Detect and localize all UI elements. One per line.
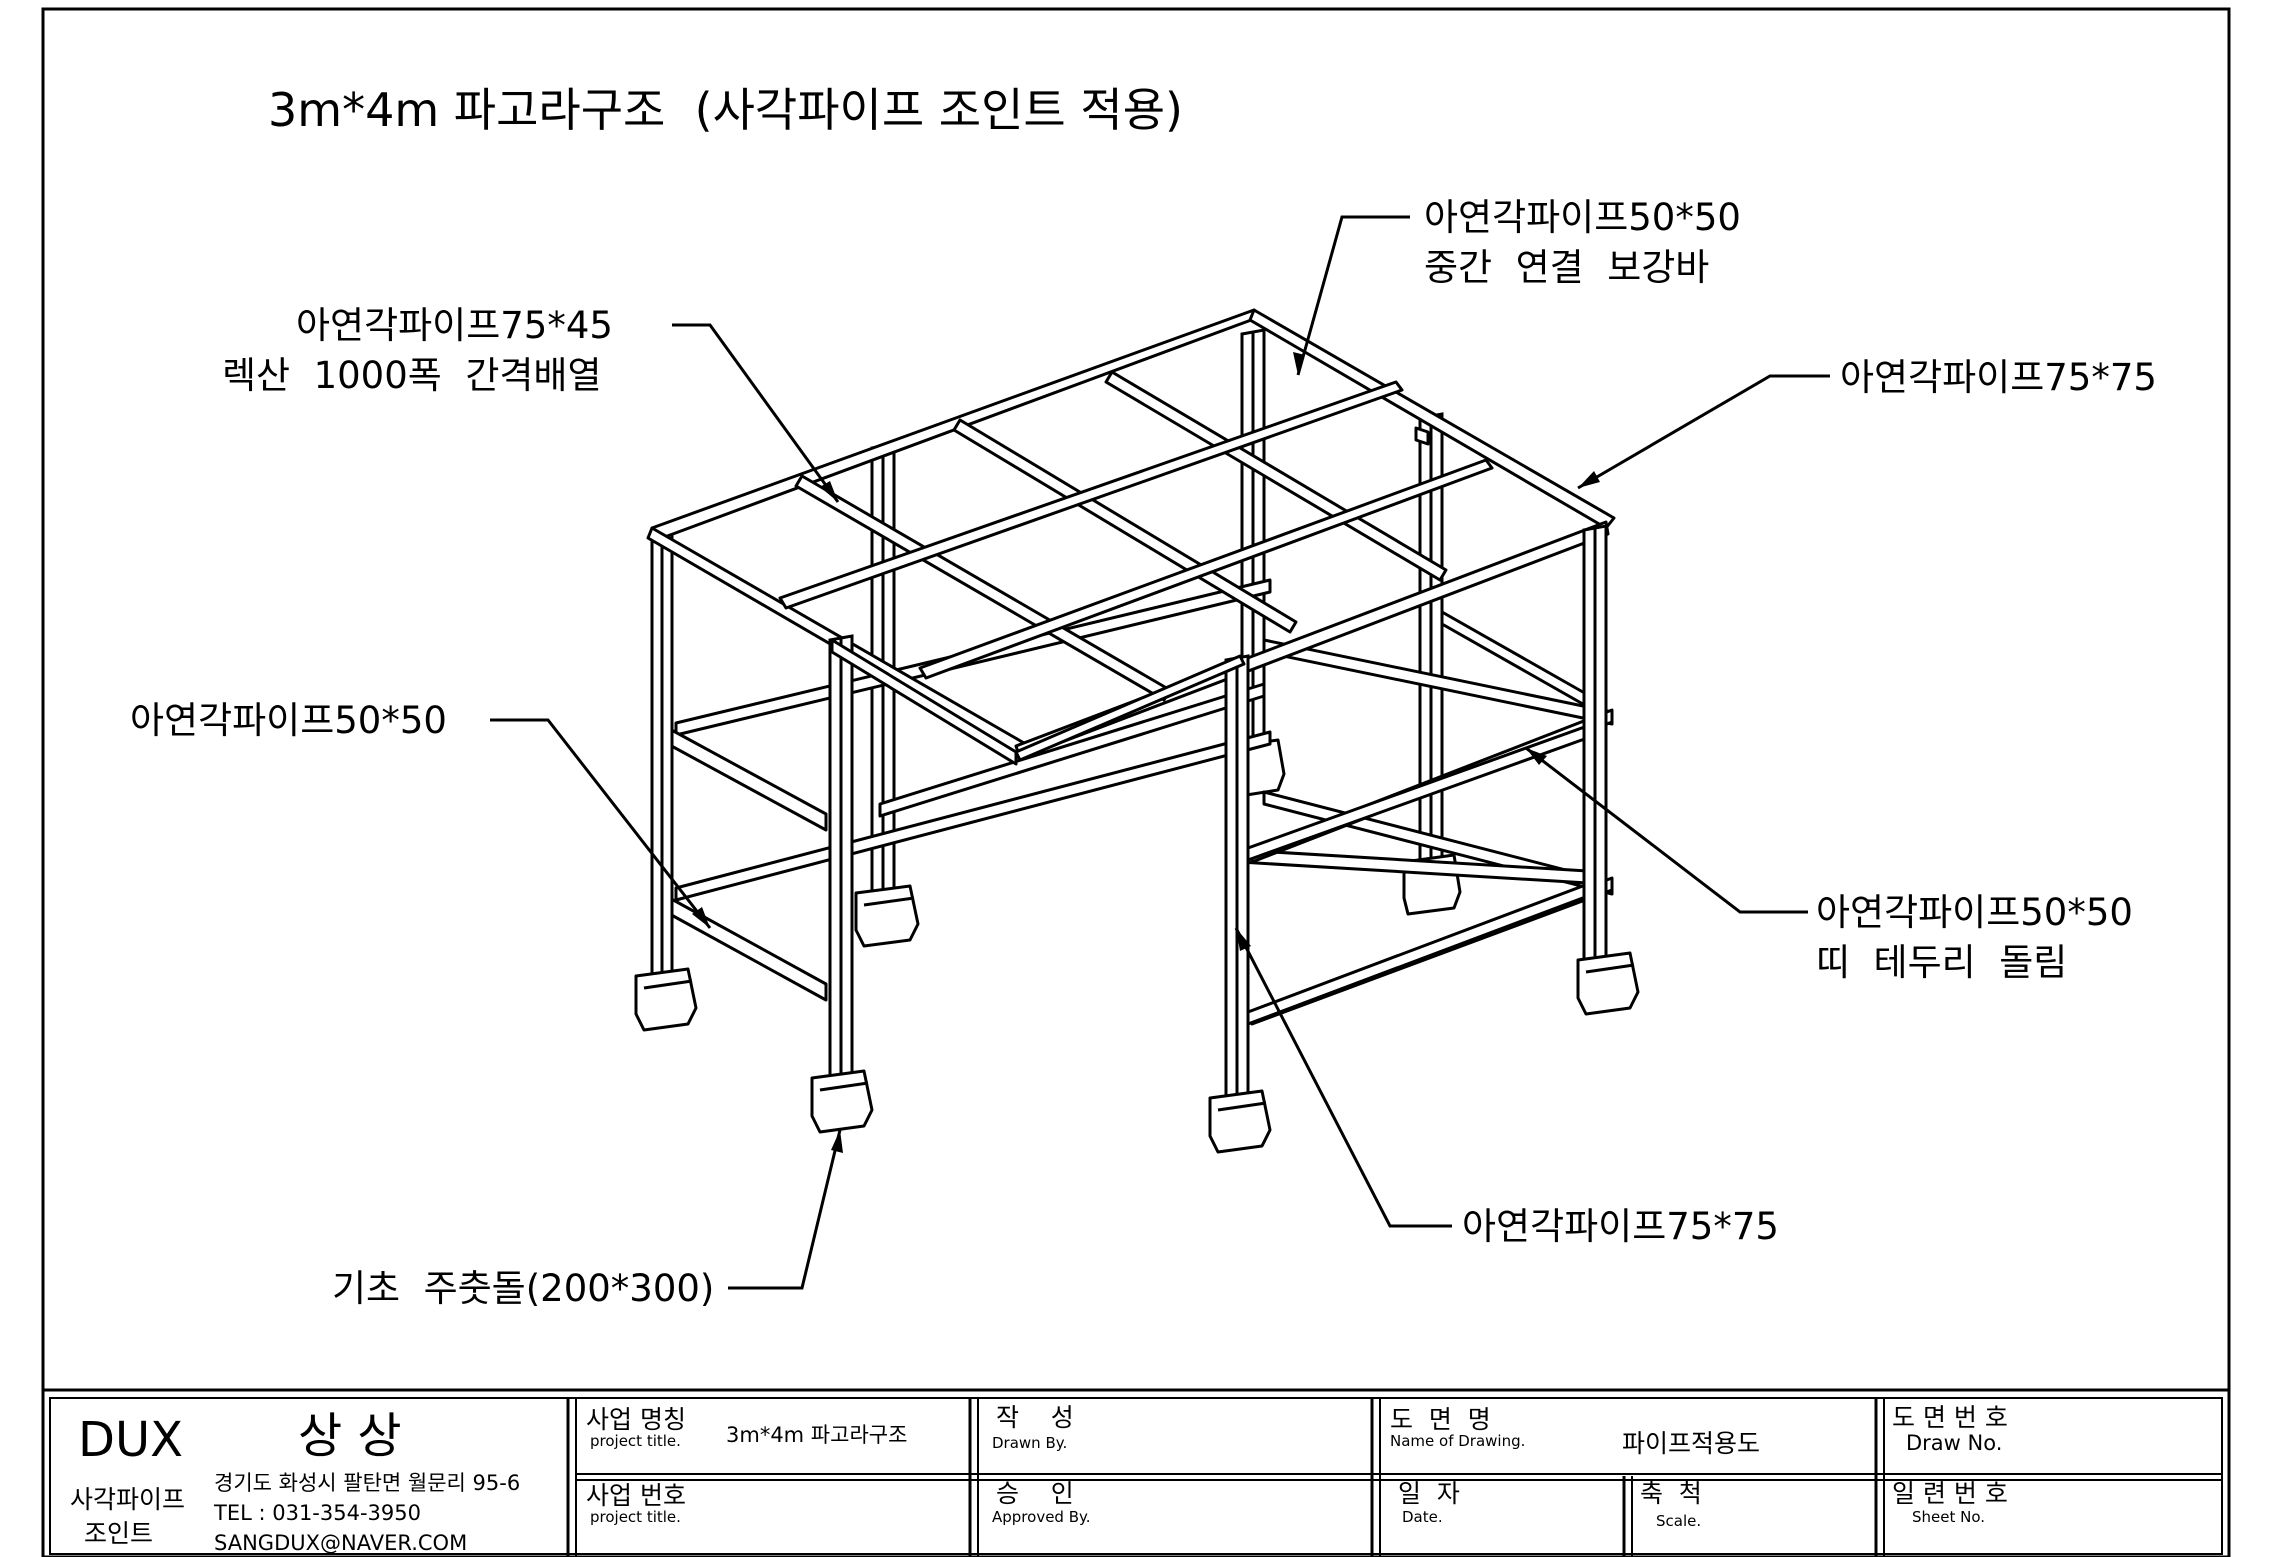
front-right-post: [1582, 524, 1608, 988]
callout-band-line1: 아연각파이프50*50: [1816, 891, 2133, 934]
drawn-by-label-en: Drawn By.: [992, 1434, 1067, 1452]
callout-band-line2: 띠 테두리 돌림: [1816, 941, 2067, 984]
project-number-label-en: project title.: [590, 1508, 681, 1526]
company-product-line1: 사각파이프: [70, 1485, 185, 1514]
project-number-label: 사업 번호: [586, 1481, 686, 1510]
sheet-no-label: 일 련 번 호: [1892, 1479, 2008, 1508]
callout-lexan-line1: 아연각파이프75*45: [296, 304, 613, 347]
sheet-no-label-en: Sheet No.: [1912, 1508, 1985, 1526]
company-tel: TEL : 031-354-3950: [213, 1501, 421, 1525]
front-center-post-b: [1224, 654, 1250, 1118]
drawing-name-value: 파이프적용도: [1622, 1429, 1760, 1458]
date-label: 일 자: [1398, 1479, 1460, 1508]
sheet-border: [41, 7, 2231, 1557]
callout-mid-brace: 아연각파이프50*50 중간 연결 보강바: [1293, 196, 1741, 376]
company-email: SANGDUX@NAVER.COM: [214, 1531, 467, 1555]
front-center-post-a: [828, 634, 854, 1122]
company-address: 경기도 화성시 팔탄면 월문리 95-6: [214, 1471, 520, 1495]
footing-back-left: [854, 884, 920, 948]
footing-front-left: [634, 967, 698, 1032]
roof-mid-braces: [778, 380, 1494, 680]
callout-left-rail: 아연각파이프50*50: [130, 699, 712, 929]
front-girder: [830, 638, 1246, 766]
drawing-title: 3m*4m 파고라구조 (사각파이프 조인트 적용): [268, 83, 1183, 137]
title-block: DUX 상 상 사각파이프 조인트 경기도 화성시 팔탄면 월문리 95-6 T…: [41, 1388, 2231, 1557]
callout-top-beam: 아연각파이프75*75: [1577, 356, 2157, 490]
drawing-no-label: 도 면 번 호: [1892, 1403, 2008, 1432]
approved-by-label-en: Approved By.: [992, 1508, 1091, 1526]
footing-front-center-b: [1208, 1089, 1272, 1154]
drawn-by-label: 작 성: [996, 1403, 1074, 1432]
scale-label: 축 척: [1640, 1479, 1702, 1508]
company-logo: DUX: [78, 1412, 183, 1468]
project-name-label: 사업 명칭: [586, 1405, 686, 1434]
company-name: 상 상: [298, 1408, 402, 1464]
callout-band: 아연각파이프50*50 띠 테두리 돌림: [1525, 746, 2133, 984]
project-name-label-en: project title.: [590, 1432, 681, 1450]
footing-front-center-a: [810, 1069, 874, 1134]
callout-top-beam-text: 아연각파이프75*75: [1840, 356, 2157, 399]
callout-lexan-slat: 아연각파이프75*45 렉산 1000폭 간격배열: [222, 304, 840, 503]
footing-front-right: [1576, 951, 1640, 1016]
approved-by-label: 승 인: [996, 1479, 1074, 1508]
roof-slats: [794, 370, 1448, 702]
project-name-value: 3m*4m 파고라구조: [726, 1423, 907, 1447]
callout-left-rail-text: 아연각파이프50*50: [130, 699, 447, 742]
drawing-no-label-en: Draw No.: [1906, 1431, 2002, 1455]
front-left-post: [650, 526, 674, 1000]
callout-mid-brace-line1: 아연각파이프50*50: [1424, 196, 1741, 239]
front-lower-rails: [1246, 718, 1606, 1026]
company-product-line2: 조인트: [84, 1519, 153, 1548]
callout-lexan-line2: 렉산 1000폭 간격배열: [222, 354, 602, 397]
scale-label-en: Scale.: [1656, 1512, 1701, 1530]
callout-mid-brace-line2: 중간 연결 보강바: [1424, 246, 1709, 289]
date-label-en: Date.: [1402, 1508, 1443, 1526]
drawing-name-label: 도 면 명: [1390, 1405, 1491, 1434]
pergola-structure: [634, 308, 1640, 1154]
callout-post: 아연각파이프75*75: [1234, 927, 1779, 1248]
callout-footing-text: 기초 주춧돌(200*300): [332, 1267, 714, 1310]
callout-footing: 기초 주춧돌(200*300): [332, 1129, 843, 1310]
callout-post-text: 아연각파이프75*75: [1462, 1205, 1779, 1248]
drawing-name-label-en: Name of Drawing.: [1390, 1432, 1525, 1450]
